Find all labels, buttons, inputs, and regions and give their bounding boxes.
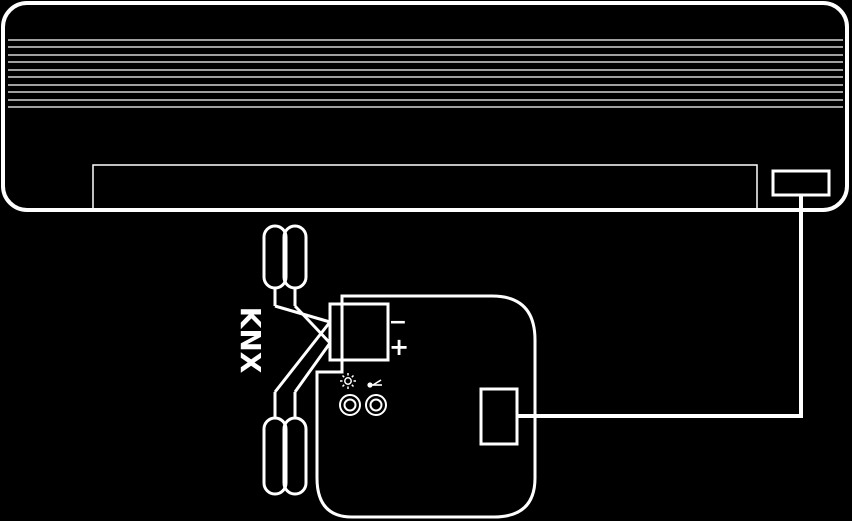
knx-plug-bottom: [262, 392, 308, 496]
ac-indoor-unit: [1, 1, 849, 212]
terminal-minus-label: −: [389, 310, 407, 335]
knx-interface-module: − +: [315, 294, 537, 519]
bus-wires: [273, 304, 332, 393]
toggle-icon: [367, 379, 382, 388]
knx-plug-top: [262, 224, 308, 306]
ac-unit-grille: [8, 39, 843, 108]
terminal-plus-label: +: [389, 333, 409, 361]
ac-unit-connector-port: [771, 169, 831, 197]
interface-housing: [315, 294, 537, 519]
interface-cable-port: [479, 387, 519, 446]
knx-terminal-block: [328, 302, 390, 362]
knx-bus-wiring: KNX: [234, 224, 332, 496]
ac-unit-louver: [92, 164, 758, 208]
ac-unit-body: [1, 1, 849, 212]
knx-label: KNX: [234, 307, 267, 374]
status-led: [339, 394, 361, 416]
programming-button[interactable]: [365, 394, 387, 416]
ac-interface-cable: [516, 195, 803, 418]
sun-icon: [340, 373, 356, 389]
